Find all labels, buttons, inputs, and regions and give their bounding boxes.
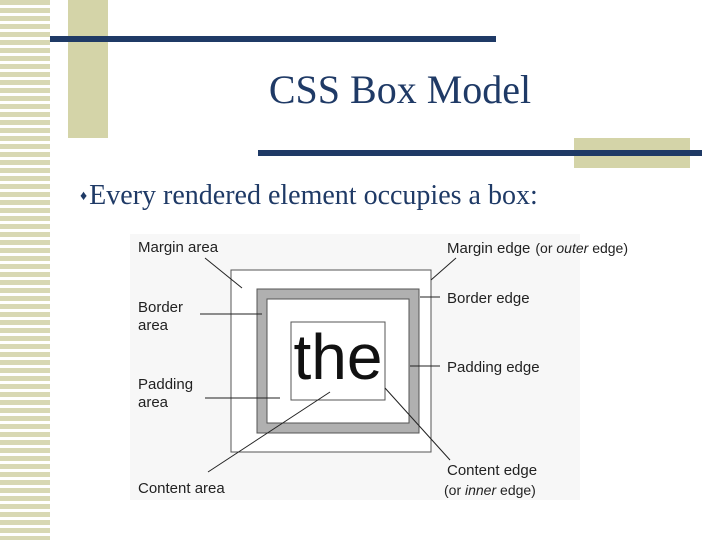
label-padding-edge: Padding edge bbox=[447, 359, 540, 376]
label-margin-area: Margin area bbox=[138, 239, 219, 256]
pointer-margin-area bbox=[204, 257, 243, 289]
label-content-area: Content area bbox=[138, 480, 225, 497]
diamond-bullet-icon: ♦ bbox=[80, 189, 88, 204]
label-content-edge-note: (or inner edge) bbox=[444, 482, 536, 498]
pointer-content-edge bbox=[384, 387, 451, 461]
label-content-edge: Content edge bbox=[447, 462, 538, 479]
decorative-line-bottom bbox=[258, 150, 702, 156]
decorative-stripe-bar bbox=[0, 0, 50, 540]
slide-title: CSS Box Model bbox=[268, 67, 532, 112]
bullet-item: ♦Every rendered element occupies a box: bbox=[80, 180, 538, 212]
pointer-margin-edge bbox=[430, 257, 457, 281]
label-border-edge: Border edge bbox=[447, 290, 530, 307]
label-margin-edge: Margin edge(or outer edge) bbox=[447, 240, 629, 257]
border-inner-outline bbox=[266, 298, 410, 424]
pointer-content-area bbox=[207, 391, 331, 473]
decorative-line-top bbox=[50, 36, 496, 42]
bullet-text: Every rendered element occupies a box: bbox=[89, 180, 538, 211]
border-outer-outline bbox=[256, 288, 420, 434]
decorative-tan-block-top bbox=[68, 0, 108, 138]
border-box bbox=[257, 289, 419, 433]
content-box bbox=[290, 321, 386, 401]
content-sample-text: the bbox=[293, 321, 383, 393]
